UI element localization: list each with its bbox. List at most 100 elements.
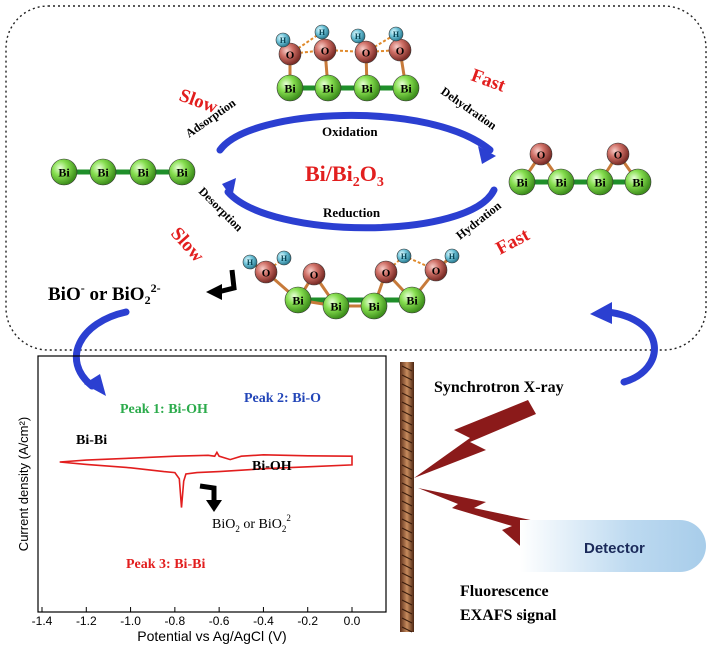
svg-text:O: O (321, 46, 330, 58)
svg-text:Bi: Bi (400, 82, 412, 96)
bi-atom-top-3: Bi (353, 74, 381, 102)
center-formula: Bi/Bi2O3 (305, 161, 384, 190)
svg-text:Bi: Bi (292, 294, 304, 308)
bi-atom-bottom-4: Bi (398, 286, 426, 314)
incident-xray-bolt (414, 400, 536, 478)
annotation-peak-1: Peak 1: Bi-OH (120, 402, 208, 417)
svg-text:O: O (262, 268, 271, 280)
chart-black-arrowhead (206, 500, 222, 512)
h-atom-top-1: H (275, 32, 291, 48)
x-tick-label: -0.6 (209, 614, 230, 628)
detector-body (520, 520, 706, 572)
bi-atom-bottom-1: Bi (284, 286, 312, 314)
oxidation-arrow (216, 112, 494, 154)
svg-text:Bi: Bi (406, 294, 418, 308)
h-atom-top-2: H (314, 24, 330, 40)
desorption-label: Desorption (196, 184, 246, 234)
x-tick-label: -1.2 (76, 614, 97, 628)
fast-label-hydration: Fast (492, 224, 533, 259)
slow-label-desorption: Slow (166, 223, 208, 266)
bi-atom-right-3: Bi (586, 168, 614, 196)
h-atom-bottom-1: H (242, 254, 258, 270)
x-tick-label: -1.4 (32, 614, 53, 628)
svg-text:H: H (319, 28, 326, 37)
bi-atom-bottom-3: Bi (360, 292, 388, 320)
bi-atom-left-1: Bi (50, 158, 78, 186)
svg-text:Bi: Bi (137, 166, 149, 180)
annotation-chart-product: BiO2 or BiO22 (212, 513, 291, 534)
bi-atom-right-1: Bi (508, 168, 536, 196)
svg-text:O: O (614, 150, 623, 162)
synchrotron-label: Synchrotron X-ray (434, 379, 564, 396)
xafs-setup: Synchrotron X-ray Detector Fluorescence … (400, 362, 706, 633)
o-atom-bottom-4: O (424, 258, 448, 282)
o-atom-bottom-2: O (302, 262, 326, 286)
svg-text:O: O (286, 50, 295, 62)
cv-curve-series (59, 450, 353, 508)
annotation-bi-bi: Bi-Bi (76, 433, 107, 448)
svg-text:Bi: Bi (176, 166, 188, 180)
bi-atom-left-3: Bi (129, 158, 157, 186)
annotation-bi-oh: Bi-OH (252, 459, 292, 474)
bi-atom-top-2: Bi (314, 74, 342, 102)
svg-text:Bi: Bi (284, 82, 296, 96)
svg-text:H: H (247, 258, 254, 267)
svg-text:O: O (396, 46, 405, 58)
o-atom-top-3: O (354, 40, 378, 64)
svg-text:H: H (401, 252, 408, 261)
h-atom-bottom-4: H (444, 248, 460, 264)
svg-text:Bi: Bi (58, 166, 70, 180)
svg-text:O: O (310, 270, 319, 282)
o-atom-top-1: O (278, 42, 302, 66)
x-tick-label: -0.2 (297, 614, 318, 628)
oxidation-label: Oxidation (322, 124, 378, 139)
bi-atom-left-2: Bi (89, 158, 117, 186)
h-atom-top-3: H (350, 28, 366, 44)
desorption-black-arrow (217, 269, 237, 295)
svg-text:Bi: Bi (97, 166, 109, 180)
h-atom-bottom-3: H (396, 248, 412, 264)
dissolved-product-label: BiO- or BiO22- (48, 281, 161, 307)
svg-text:Bi: Bi (516, 176, 528, 190)
svg-text:H: H (449, 252, 456, 261)
x-tick-label: 0.0 (344, 614, 361, 628)
o-atom-bottom-1: O (254, 260, 278, 284)
detector-to-box-arrow (604, 308, 658, 386)
annotation-peak-3: Peak 3: Bi-Bi (126, 557, 205, 572)
bi-atom-left-4: Bi (168, 158, 196, 186)
detector-label: Detector (584, 540, 645, 557)
svg-text:Bi: Bi (555, 176, 567, 190)
y-axis-label: Current density (A/cm²) (16, 417, 31, 551)
x-tick-label: -0.8 (165, 614, 186, 628)
reduction-arrowhead (222, 178, 236, 198)
annotation-peak-2: Peak 2: Bi-O (244, 391, 321, 406)
fluorescence-bolt (418, 488, 540, 560)
o-atom-top-4: O (388, 38, 412, 62)
bi-atom-top-1: Bi (276, 74, 304, 102)
mechanism-box (5, 5, 707, 351)
reduction-arrow (224, 186, 498, 232)
h-atom-bottom-2: H (276, 250, 292, 266)
svg-text:H: H (281, 254, 288, 263)
svg-text:O: O (537, 150, 546, 162)
bi-chain-left: Bi Bi Bi Bi (50, 158, 196, 186)
bi-atom-right-4: Bi (624, 168, 652, 196)
svg-text:O: O (432, 266, 441, 278)
o-atom-top-2: O (313, 38, 337, 62)
svg-text:H: H (280, 36, 287, 45)
reduction-label: Reduction (323, 205, 381, 220)
svg-text:O: O (382, 268, 391, 280)
bi-atom-right-2: Bi (547, 168, 575, 196)
chart-frame (37, 355, 387, 613)
svg-text:Bi: Bi (632, 176, 644, 190)
bi-atom-bottom-2: Bi (322, 292, 350, 320)
svg-text:H: H (393, 30, 400, 39)
exafs-label: EXAFS signal (460, 607, 557, 624)
chart-black-arrow (199, 483, 217, 504)
x-tick-label: -0.4 (253, 614, 274, 628)
svg-text:Bi: Bi (361, 82, 373, 96)
o-atom-bottom-3: O (374, 260, 398, 284)
